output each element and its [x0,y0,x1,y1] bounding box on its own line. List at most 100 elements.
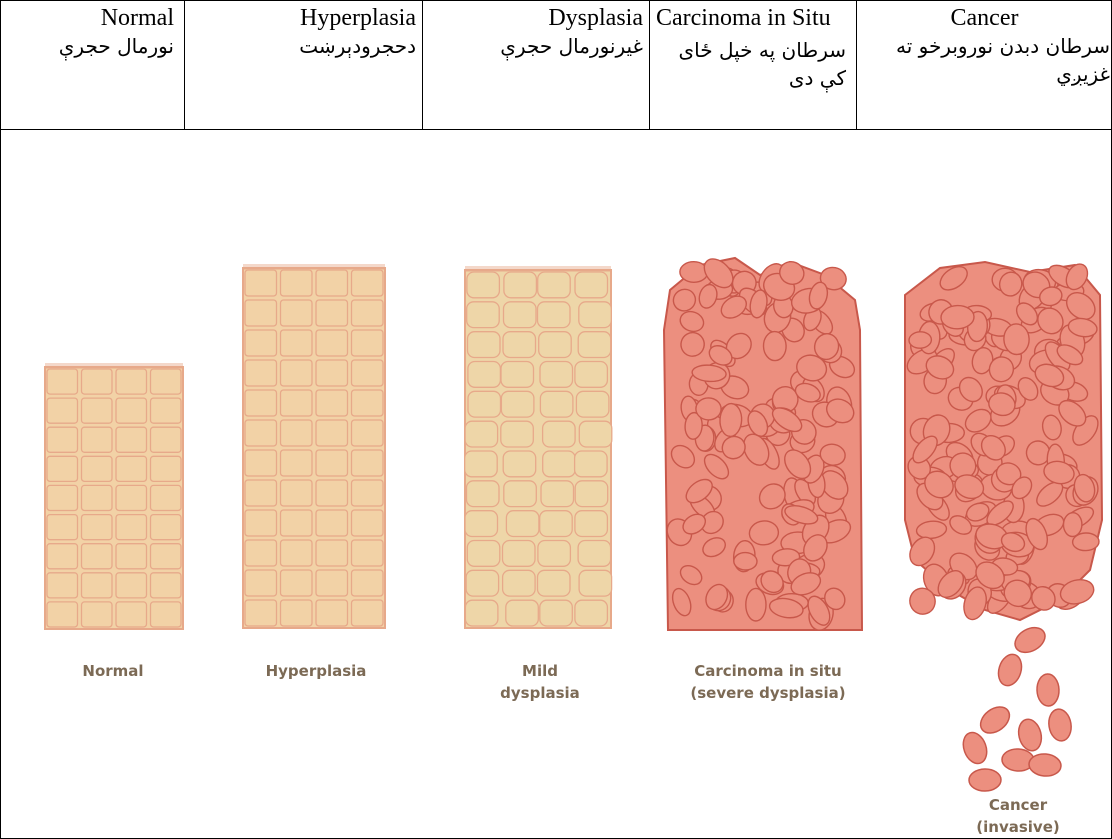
cell-shape [696,398,722,420]
cell-shape [352,510,384,536]
cell-shape [504,481,537,507]
cell-shape [151,398,182,423]
cell-shape [316,420,348,446]
cell-shape [82,515,113,540]
cell-shape [503,451,536,477]
cell-shape [245,600,277,626]
cell-shape [245,270,277,296]
cell-shape [352,420,384,446]
cell-shape [467,302,500,328]
invasive-cell [1036,674,1059,707]
cell-shape [352,300,384,326]
cell-shape [467,272,500,298]
figure-label-cancer: Cancer [989,796,1048,814]
cell-shape [245,330,277,356]
cell-shape [47,573,78,598]
cell-shape [281,480,313,506]
cell-shape [316,600,348,626]
cell-shape [352,540,384,566]
cell-shape [245,420,277,446]
cell-shape [352,570,384,596]
cell-shape [503,541,536,567]
cell-shape [540,362,573,388]
normal-tissue-block [45,363,183,629]
cell-shape [506,511,539,537]
cell-shape [501,421,534,447]
figure-label-mild: Mild [522,662,558,680]
cell-shape [47,515,78,540]
cell-shape [316,360,348,386]
cell-shape [540,600,573,626]
cell-shape [245,360,277,386]
cell-shape [47,456,78,481]
figure-label-carcinoma: Carcinoma in situ [694,662,841,680]
invasive-cell [1047,707,1074,742]
cell-shape [352,390,384,416]
invasive-cancer-tissue-block [903,260,1103,791]
figure-label-normal: Normal [82,662,143,680]
cell-shape [82,456,113,481]
cell-shape [245,450,277,476]
cell-shape [281,600,313,626]
cell-shape [151,427,182,452]
cell-shape [281,450,313,476]
cell-shape [468,391,501,417]
cell-shape [352,480,384,506]
cell-shape [47,485,78,510]
cell-shape [467,541,500,567]
cell-shape [576,391,609,417]
cell-shape [151,369,182,394]
cell-shape [352,270,384,296]
cell-shape [540,511,573,537]
cell-shape [504,302,537,328]
invasive-cell [1028,753,1062,778]
figure-label-severe-dysplasia: (severe dysplasia) [690,684,845,702]
cell-shape [540,391,573,417]
cell-shape [543,421,576,447]
cell-shape [281,390,313,416]
cell-shape [151,544,182,569]
cell-shape [575,272,608,298]
cell-shape [116,602,147,627]
figure-label-dysplasia: dysplasia [500,684,580,702]
cell-shape [316,510,348,536]
cell-shape [579,570,612,596]
cell-shape [352,360,384,386]
cell-shape [82,602,113,627]
cell-shape [47,398,78,423]
figure-label-invasive: (invasive) [976,818,1059,836]
invasive-cell [1015,717,1044,753]
cell-shape [579,302,612,328]
cell-shape [116,485,147,510]
cell-shape [245,300,277,326]
mild-dysplasia-tissue-block [465,266,612,628]
cell-shape [316,480,348,506]
cell-shape [316,300,348,326]
cell-shape [116,573,147,598]
cell-shape [746,588,766,621]
cell-shape [579,421,612,447]
cell-shape [151,515,182,540]
cell-shape [281,300,313,326]
cell-shape [116,544,147,569]
cell-shape [116,515,147,540]
cell-shape [909,331,932,349]
cell-shape [47,369,78,394]
cell-shape [316,390,348,416]
cell-shape [82,544,113,569]
invasive-cell [1011,623,1050,658]
cell-shape [734,552,758,570]
cell-shape [466,570,499,596]
cell-shape [245,480,277,506]
cell-shape [151,456,182,481]
cell-shape [82,398,113,423]
cell-shape [116,456,147,481]
cell-shape [352,600,384,626]
cell-shape [541,481,574,507]
cell-shape [281,360,313,386]
cell-shape [281,510,313,536]
cell-shape [316,330,348,356]
carcinoma-in-situ-tissue-block [663,254,862,633]
cell-shape [82,485,113,510]
cell-shape [465,600,498,626]
